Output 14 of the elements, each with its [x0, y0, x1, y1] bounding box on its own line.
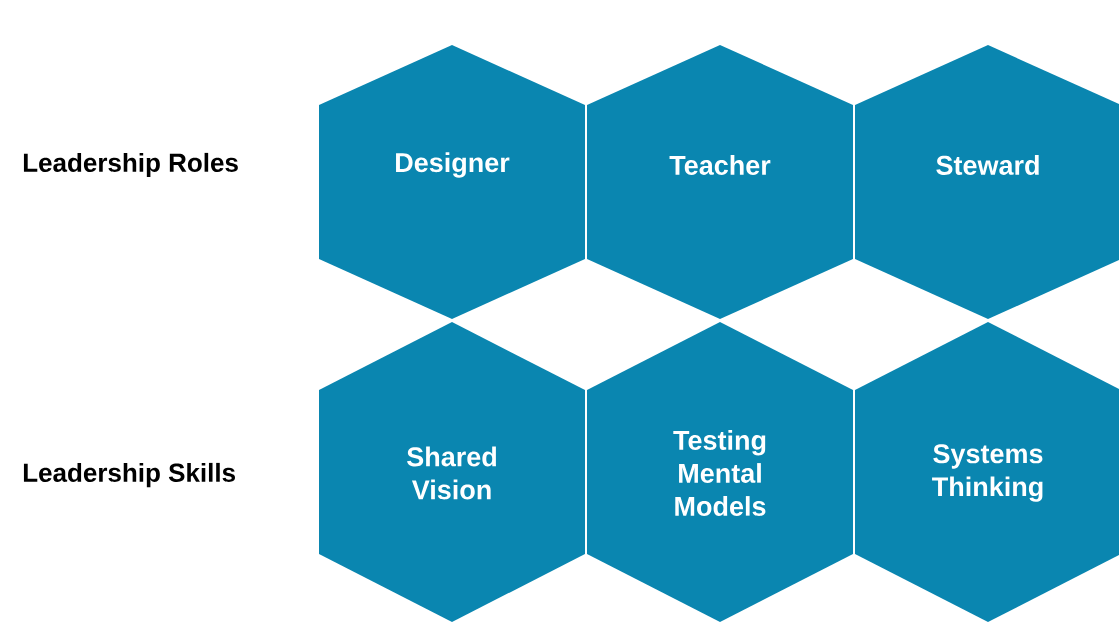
- hexagon: Designer: [319, 45, 585, 319]
- node-label: Steward: [936, 155, 1039, 175]
- row-label: Leadership Roles: [23, 152, 238, 178]
- node-label: Testing Mental Models: [673, 430, 766, 516]
- hexagon: Shared Vision: [319, 322, 585, 622]
- hexagon: Steward: [855, 45, 1119, 319]
- row-label: Leadership Skills: [23, 462, 235, 488]
- hexagon: Teacher: [587, 45, 853, 319]
- node-label: Systems Thinking: [932, 444, 1043, 502]
- node-label: Teacher: [669, 155, 771, 175]
- node-label: Designer: [396, 152, 510, 178]
- hexagon: Testing Mental Models: [587, 322, 853, 622]
- hexagon: Systems Thinking: [855, 322, 1119, 622]
- node-label: Shared Vision: [407, 446, 496, 500]
